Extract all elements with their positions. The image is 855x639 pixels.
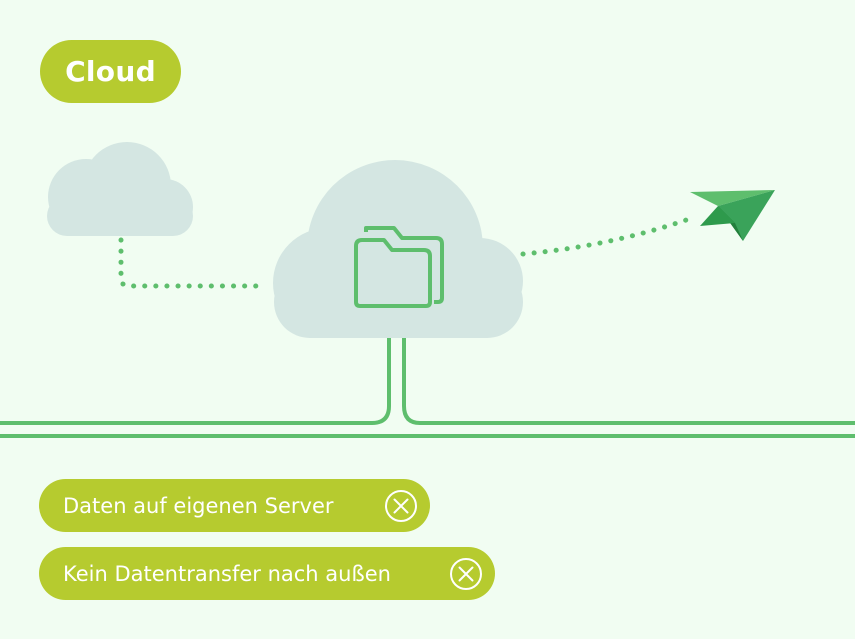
criteria-item: Daten auf eigenen Server: [39, 479, 430, 532]
paper-plane-icon: [690, 190, 775, 241]
title-text: Cloud: [65, 55, 156, 88]
dotted-connector-right: [520, 215, 695, 257]
criteria-item: Kein Datentransfer nach außen: [39, 547, 495, 600]
dotted-connector-left: [118, 237, 269, 289]
title-badge: Cloud: [40, 40, 181, 103]
circle-x-icon: [385, 489, 417, 522]
criteria-item-label: Daten auf eigenen Server: [63, 493, 334, 518]
small-cloud-icon: [47, 142, 193, 236]
network-line: [0, 338, 855, 438]
criteria-item-label: Kein Datentransfer nach außen: [63, 561, 391, 586]
circle-x-icon: [450, 557, 482, 590]
folder-icon: [354, 226, 444, 308]
